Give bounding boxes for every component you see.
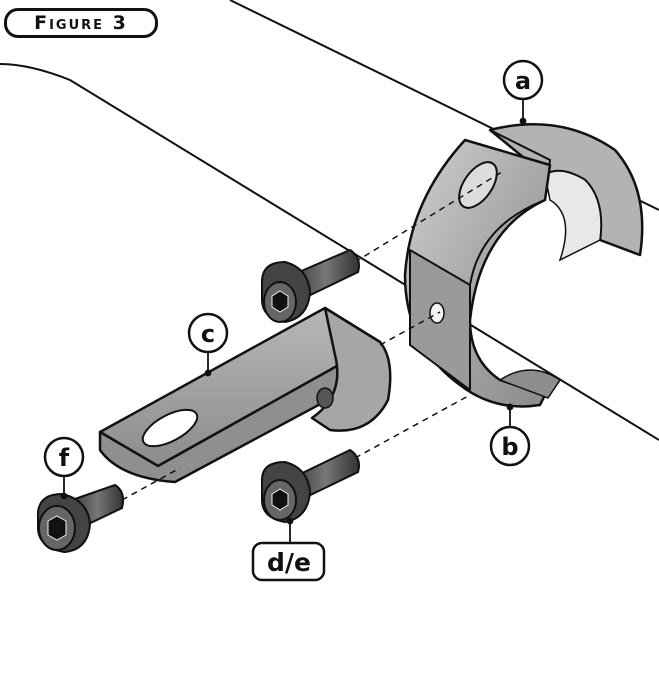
bolt-f xyxy=(37,483,125,554)
svg-text:a: a xyxy=(515,67,531,95)
svg-text:b: b xyxy=(501,433,518,461)
callout-f: f xyxy=(43,436,85,478)
clamp-lower-half xyxy=(403,138,562,408)
callout-a: a xyxy=(502,59,544,101)
hex-socket-icon xyxy=(47,515,67,541)
svg-text:d/e: d/e xyxy=(267,548,311,577)
hex-socket-icon xyxy=(271,488,289,511)
bolt-upper xyxy=(261,248,360,324)
hex-socket-icon xyxy=(271,290,289,313)
callout-leaders xyxy=(60,99,527,545)
svg-text:c: c xyxy=(201,320,215,348)
bracket xyxy=(98,306,392,484)
clamp-upper-half xyxy=(488,122,644,262)
svg-text:f: f xyxy=(59,444,70,472)
callout-de: d/e xyxy=(251,541,326,582)
callout-c: c xyxy=(187,312,229,354)
callout-b: b xyxy=(489,425,531,467)
figure-title: Figure 3 xyxy=(4,8,158,38)
alignment-lines xyxy=(121,169,506,501)
bolt-lower xyxy=(261,448,360,524)
